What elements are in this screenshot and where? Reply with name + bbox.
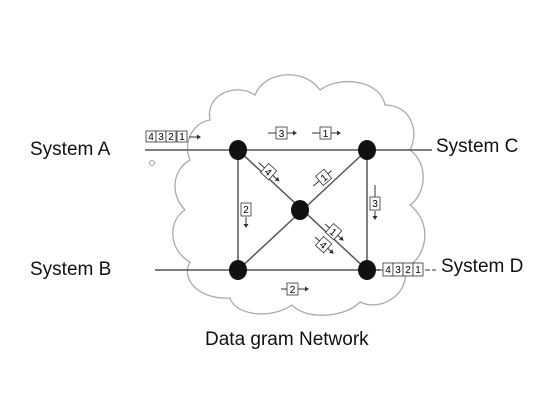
arrow-head-icon — [329, 249, 334, 254]
outgoing-packet-queue: 4 3 2 1 — [377, 262, 436, 277]
arrow-head-icon — [372, 216, 378, 220]
packet-number: 3 — [395, 265, 401, 276]
system-a-label: System A — [30, 139, 111, 160]
arrow-head-icon — [293, 130, 297, 136]
packet-box — [176, 130, 188, 143]
system-c-label: System C — [436, 136, 519, 157]
packet-number: 1 — [323, 129, 329, 140]
router-node-top-left — [229, 140, 247, 160]
incoming-packet-queue: 4 3 2 1 — [145, 130, 201, 166]
router-node-bottom-left — [229, 260, 247, 280]
packet-diag-upper-right: 1 — [312, 168, 333, 187]
packet-number: 4 — [148, 132, 154, 143]
packet-number: 4 — [262, 167, 274, 179]
packet-top-3: 3 — [268, 126, 297, 140]
diagram-caption: Data gram Network — [205, 329, 369, 350]
arrow-head-icon — [339, 236, 344, 241]
packet-diag-lower-right-1: 1 — [324, 222, 344, 241]
arrow-head-icon — [305, 286, 309, 292]
packet-number: 2 — [168, 132, 174, 143]
packet-number: 1 — [415, 265, 421, 276]
arrow-head-icon — [197, 134, 201, 140]
packet-number: 1 — [327, 227, 339, 239]
packet-right-3: 3 — [369, 185, 381, 220]
packet-number: 2 — [405, 265, 411, 276]
packet-number: 4 — [385, 265, 391, 276]
packet-box — [412, 262, 424, 277]
packet-number: 2 — [290, 285, 296, 296]
packet-top-1: 1 — [312, 126, 341, 140]
router-node-center — [291, 200, 309, 220]
packet-number: 3 — [158, 132, 164, 143]
arrow-head-icon — [243, 224, 249, 228]
packet-left-2: 2 — [240, 202, 252, 228]
packet-number: 3 — [279, 129, 285, 140]
network-cloud — [172, 74, 426, 316]
arrow-head-icon — [274, 176, 280, 182]
router-node-bottom-right — [358, 260, 376, 280]
packet-number: 1 — [319, 172, 331, 184]
packet-number: 4 — [317, 240, 329, 252]
packet-number: 3 — [372, 199, 378, 210]
system-d-label: System D — [441, 256, 524, 277]
system-b-label: System B — [30, 259, 112, 280]
packet-box — [165, 130, 177, 143]
packet-diag-lower-right-4: 4 — [314, 235, 334, 254]
router-node-top-right — [358, 140, 376, 160]
arrow-head-icon — [337, 130, 341, 136]
packet-bottom-2: 2 — [281, 282, 309, 296]
squiggle-mark — [148, 160, 156, 166]
packet-diag-upper-left: 4 — [258, 162, 280, 182]
packet-number: 2 — [243, 205, 249, 216]
packet-number: 1 — [179, 132, 185, 143]
